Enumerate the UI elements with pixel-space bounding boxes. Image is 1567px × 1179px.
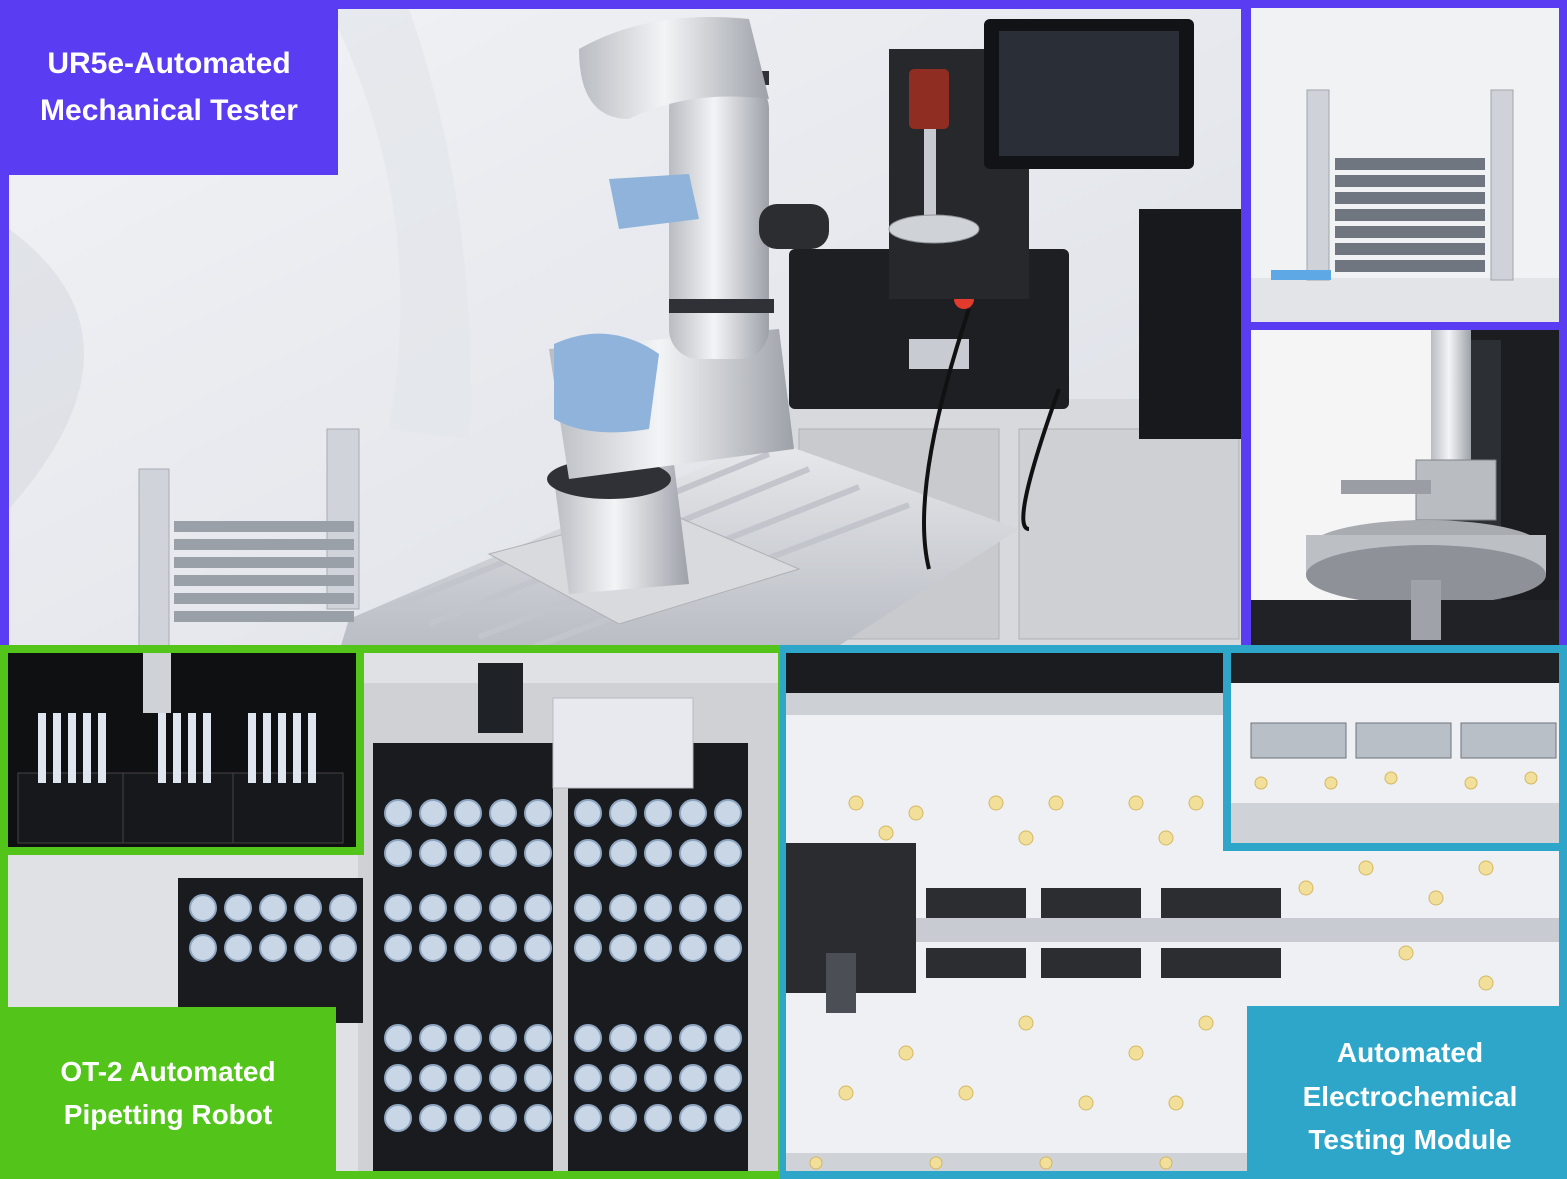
mechanical-tester-label: UR5e-Automated Mechanical Tester bbox=[9, 9, 338, 175]
pipetting-label-line1: OT-2 Automated bbox=[60, 1055, 276, 1087]
mechanical-tester-photo: UR5e-Automated Mechanical Tester bbox=[0, 0, 1247, 652]
electrochemical-label-line3: Testing Module bbox=[1308, 1124, 1512, 1156]
electrochemical-module-photo: Automated Electrochemical Testing Module bbox=[780, 645, 1567, 1179]
electrochem-inset-scene bbox=[1231, 653, 1559, 843]
electrochem-inset-photo bbox=[1223, 653, 1559, 851]
sample-rack-photo bbox=[1243, 0, 1567, 330]
electrochemical-label: Automated Electrochemical Testing Module bbox=[1247, 1006, 1559, 1171]
pipetting-robot-photo: OT-2 Automated Pipetting Robot bbox=[0, 645, 784, 1179]
ot2-inset-scene bbox=[8, 653, 356, 847]
sample-rack-scene bbox=[1251, 8, 1559, 322]
electrochemical-label-line2: Electrochemical bbox=[1302, 1080, 1518, 1112]
pipetting-robot-label: OT-2 Automated Pipetting Robot bbox=[8, 1007, 336, 1171]
mechanical-label-line2: Mechanical Tester bbox=[40, 93, 298, 127]
ot2-inset-photo bbox=[8, 653, 364, 855]
grip-closeup-photo bbox=[1243, 322, 1567, 652]
pipetting-label-line2: Pipetting Robot bbox=[63, 1099, 273, 1130]
ur5e-robot-scene bbox=[9, 9, 1241, 652]
mechanical-label-line1: UR5e-Automated bbox=[47, 47, 291, 80]
electrochemical-label-line1: Automated bbox=[1336, 1037, 1484, 1069]
grip-scene bbox=[1251, 330, 1559, 652]
